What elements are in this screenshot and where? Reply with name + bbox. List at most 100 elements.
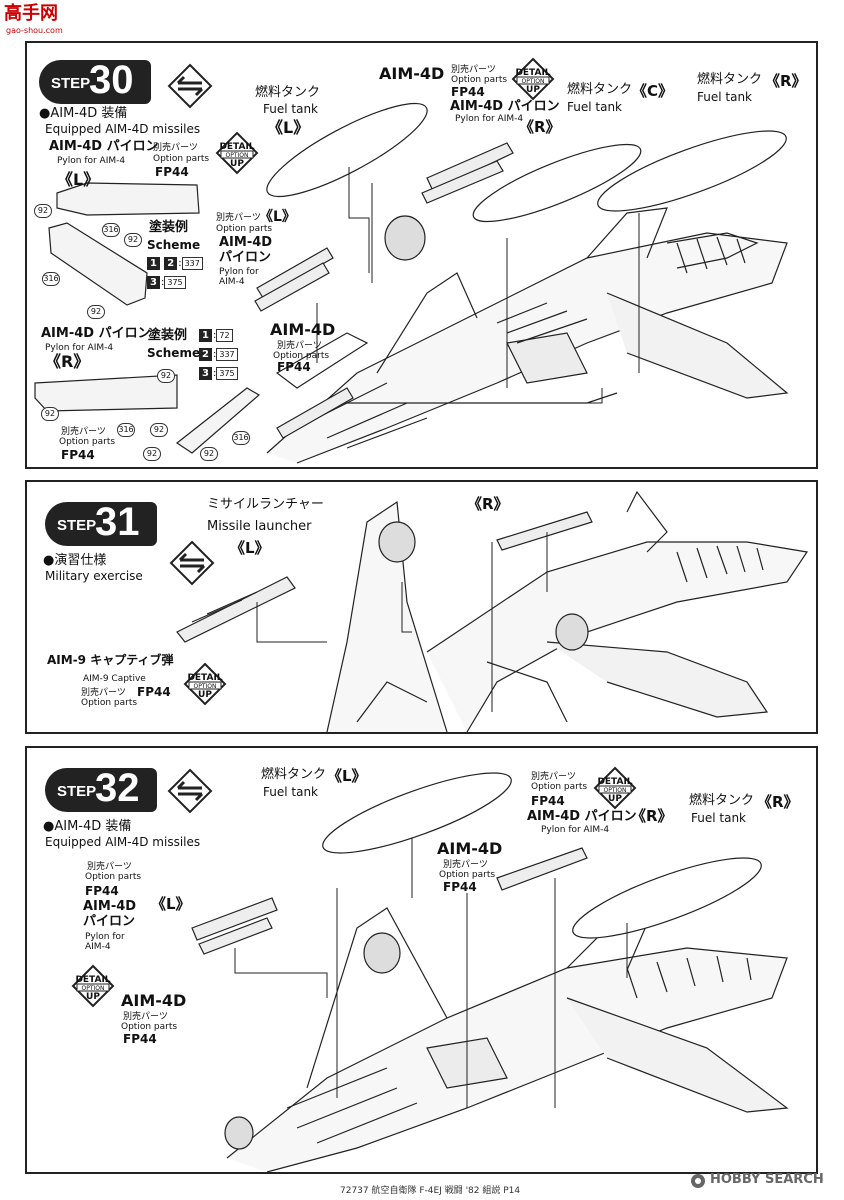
scheme-row-a: 1 2:337 — [147, 257, 203, 270]
option-parts-en: Option parts — [153, 154, 210, 164]
scheme-row-d: 2:337 — [199, 348, 238, 361]
scheme-row-b: 3:375 — [147, 276, 186, 289]
mid-aim-label: AIM-4D — [219, 235, 273, 250]
part-number: 316 — [42, 272, 60, 286]
fp44-label: FP44 — [61, 448, 95, 462]
option-parts-en: Option parts — [531, 782, 588, 792]
part-number: 92 — [87, 305, 105, 319]
scheme-num: 1 — [199, 329, 212, 342]
badge-up: UP — [198, 690, 212, 700]
top-pylon-label: AIM-4D パイロン — [450, 99, 560, 114]
step-31-panel: STEP 31 ●演習仕様 Military exercise ミサイルランチャ… — [25, 480, 818, 734]
left-pylon-label: パイロン — [83, 914, 136, 929]
option-parts-jp: 別売パーツ — [531, 772, 576, 782]
scheme-num: 3 — [199, 367, 212, 380]
detail-up-badge: DETAIL OPTION UP — [593, 766, 637, 810]
step-number-badge: STEP 32 — [45, 766, 157, 812]
site-logo: 高手网 gao-shou.com — [4, 3, 74, 38]
step-title-en: Military exercise — [45, 569, 143, 583]
badge-option: OPTION — [603, 787, 627, 794]
option-parts-en: Option parts — [451, 75, 508, 85]
option-parts-en: Option parts — [59, 437, 116, 447]
option-parts-en: Option parts — [121, 1022, 178, 1032]
step-title-jp: ●演習仕様 — [43, 553, 107, 568]
scheme-row-c: 1:72 — [199, 329, 233, 342]
top-pylon-en: Pylon for AIM-4 — [455, 114, 524, 124]
part-number: 92 — [34, 204, 52, 218]
scheme-label-jp: 塗装例 — [149, 220, 189, 235]
flip-over-icon — [167, 63, 213, 109]
option-parts-en: Option parts — [216, 224, 273, 234]
side-l-label: 《L》 — [230, 539, 270, 557]
fp44-label: FP44 — [277, 360, 311, 374]
tank-c-label-jp: 燃料タンク — [567, 82, 633, 97]
fp44-label: FP44 — [531, 794, 565, 808]
scheme-label-en-2: Scheme — [147, 346, 201, 360]
left-pylon-en: Pylon for — [85, 932, 125, 942]
step-title-en: Equipped AIM-4D missiles — [45, 835, 201, 849]
fp44-label: FP44 — [137, 685, 171, 699]
scheme-num: 2 — [199, 348, 212, 361]
step-31-illustration — [176, 490, 809, 732]
badge-option: OPTION — [225, 152, 249, 159]
aim4d-label: AIM-4D — [437, 839, 503, 858]
step-number-badge: STEP 30 — [39, 58, 151, 104]
fp44-label: FP44 — [451, 85, 485, 99]
fp44-label: FP44 — [155, 165, 189, 179]
part-number: 316 — [102, 223, 120, 237]
left-aim-label: AIM-4D — [83, 899, 137, 914]
tank-l-label-jp: 燃料タンク — [261, 767, 327, 782]
step-number-badge: STEP 31 — [45, 500, 157, 546]
scheme-label-en: Scheme — [147, 238, 201, 252]
badge-option: OPTION — [81, 985, 105, 992]
option-parts-jp: 別売パーツ — [123, 1012, 168, 1022]
pylon-r-label-en: Pylon for AIM-4 — [45, 343, 114, 353]
detail-up-badge: DETAIL OPTION UP — [215, 131, 259, 175]
side-r-label: 《R》 — [765, 72, 807, 90]
side-r-label: 《R》 — [757, 793, 799, 811]
badge-option: OPTION — [521, 78, 545, 85]
badge-up: UP — [526, 85, 540, 95]
hobby-search-logo-icon — [691, 1174, 705, 1188]
tank-r-label-jp: 燃料タンク — [697, 72, 763, 87]
badge-detail: DETAIL — [219, 142, 255, 152]
side-r-label: 《R》 — [519, 118, 561, 136]
part-number: 316 — [232, 431, 250, 445]
side-r-label: 《R》 — [467, 495, 509, 513]
side-l-label: 《L》 — [259, 209, 296, 225]
step-32-panel: STEP 32 ●AIM-4D 装備 Equipped AIM-4D missi… — [25, 746, 818, 1174]
pylon-r-label: AIM-4D パイロン — [41, 326, 151, 341]
part-number: 92 — [143, 447, 161, 461]
step-30-panel: STEP 30 ●AIM-4D 装備 Equipped AIM-4D missi… — [25, 41, 818, 469]
mid-pylon-en: AIM-4 — [219, 277, 245, 287]
step-number: 31 — [95, 500, 140, 544]
option-parts-jp: 別売パーツ — [216, 213, 261, 223]
badge-detail: DETAIL — [515, 68, 551, 78]
part-number: 92 — [200, 447, 218, 461]
paint-ref: 337 — [181, 257, 203, 270]
option-parts-jp: 別売パーツ — [61, 427, 106, 437]
pylon-label-en: Pylon for AIM-4 — [541, 825, 610, 835]
side-l-label: 《L》 — [57, 170, 100, 189]
option-parts-jp: 別売パーツ — [277, 341, 322, 351]
option-parts-en: Option parts — [439, 870, 496, 880]
top-aim-label: AIM-4D — [379, 64, 445, 83]
option-parts-en: Option parts — [273, 351, 330, 361]
flip-over-icon — [169, 540, 215, 586]
bottom-aim-label: AIM-4D — [121, 991, 187, 1010]
launcher-label-jp: ミサイルランチャー — [207, 497, 324, 512]
side-l-label: 《L》 — [151, 895, 191, 913]
scheme-num: 3 — [147, 276, 160, 289]
tank-l-label-en: Fuel tank — [263, 102, 318, 116]
option-parts-jp: 別売パーツ — [443, 860, 488, 870]
aim4d-center-label: AIM-4D — [270, 320, 336, 339]
part-number: 92 — [157, 369, 175, 383]
badge-up: UP — [86, 992, 100, 1002]
step-title-jp: ●AIM-4D 装備 — [43, 819, 132, 834]
logo-text: 高手网 — [4, 3, 58, 24]
side-l-label: 《L》 — [267, 118, 310, 137]
watermark: HOBBY SEARCH — [690, 1172, 840, 1190]
tank-c-label-en: Fuel tank — [567, 100, 622, 114]
pylon-l-label: AIM-4D パイロン — [49, 139, 159, 154]
tank-l-label-en: Fuel tank — [263, 785, 318, 799]
